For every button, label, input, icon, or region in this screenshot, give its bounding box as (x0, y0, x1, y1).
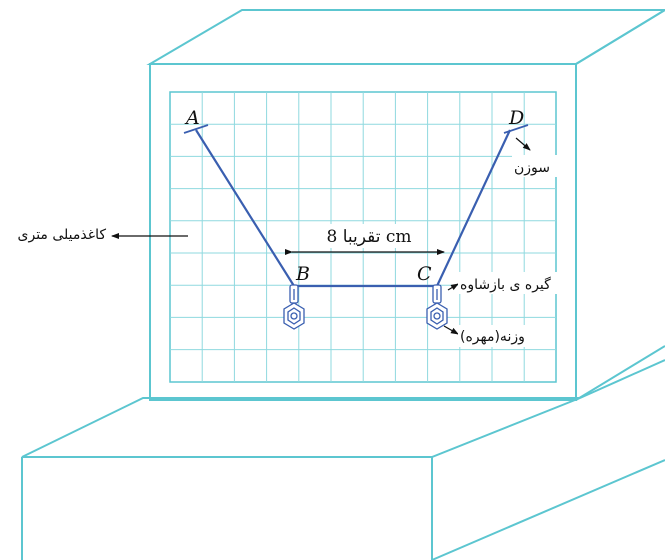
board-box (146, 9, 665, 401)
board-box-side-top (575, 9, 665, 65)
weight-nut-c (426, 302, 448, 330)
table-box (21, 359, 665, 560)
weight-label: وزنه(مهره) (460, 329, 525, 345)
table-top-face (21, 397, 581, 458)
needle-a (183, 124, 209, 134)
needle-d (503, 124, 529, 134)
string (195, 129, 511, 288)
clip-pointer (447, 283, 459, 291)
weight-pointer (443, 325, 459, 335)
weight-nut-b (283, 302, 305, 330)
needle-label-bg (512, 155, 558, 177)
distance-label: تقریبا 8 cm (326, 227, 411, 247)
point-label-b: B (295, 263, 310, 285)
needle-pointer (515, 137, 531, 151)
clip-label: گیره ی بازشاوه (460, 276, 551, 293)
board-front-face (149, 63, 577, 401)
needle-label: سوزن (514, 160, 550, 176)
distance-label-bg (313, 224, 425, 248)
clip-label-bg (458, 272, 564, 294)
graph-paper-label: کاغذمیلی متری (18, 227, 107, 243)
board-box-side-bottom (575, 345, 665, 401)
clip-b (289, 284, 299, 304)
clip-c (432, 284, 442, 304)
table-side-top-edge (579, 359, 665, 399)
point-label-d: D (508, 107, 524, 129)
point-label-a: A (184, 107, 200, 129)
table-side-edge (431, 459, 665, 560)
point-label-c: C (417, 263, 432, 285)
weight-label-bg (458, 325, 550, 347)
